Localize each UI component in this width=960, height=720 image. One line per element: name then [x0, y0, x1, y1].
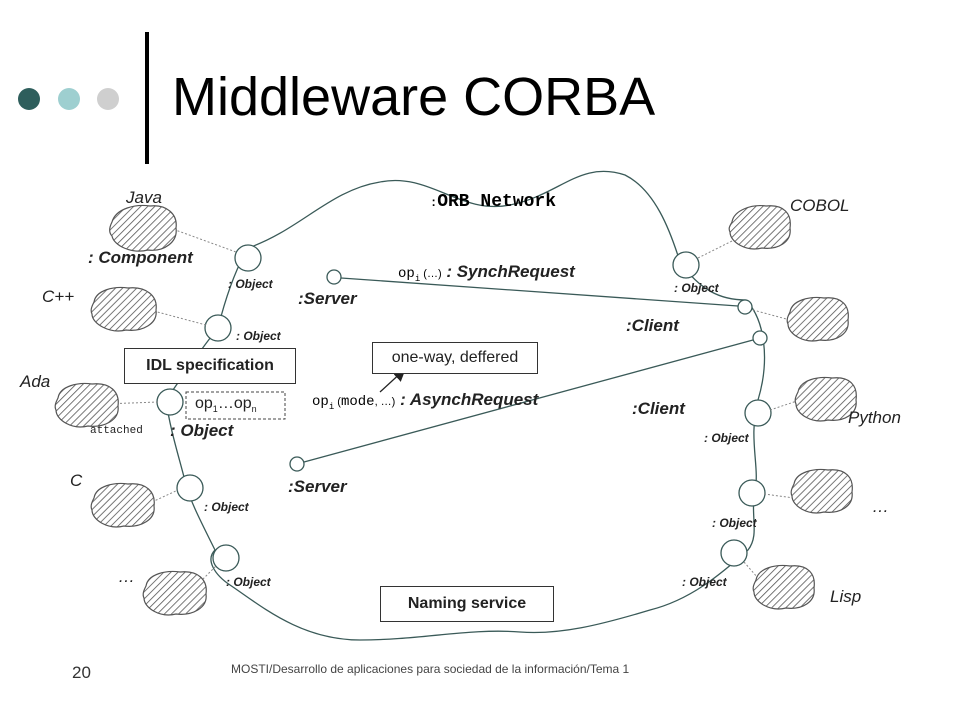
object-node-ada [156, 388, 184, 416]
left-more-label: … [118, 567, 135, 586]
synch-args: (…) [420, 268, 442, 280]
object-node-left-more [212, 544, 240, 572]
server-top-label: :Server [298, 289, 357, 308]
java-label: Java [126, 188, 162, 207]
server-bottom-label: :Server [288, 477, 347, 496]
ops-mid: …op [217, 395, 252, 412]
synch-request-label: opi (…) : SynchRequest [398, 262, 575, 284]
python-process-blob [794, 376, 857, 422]
server-port-bottom [289, 456, 305, 472]
asynch-op-sub: i [328, 402, 335, 413]
ops-box [185, 391, 286, 420]
decor-dot-teal [58, 88, 80, 110]
ops-prefix: op [195, 395, 213, 412]
ops-range-label: op1…opn [195, 395, 257, 414]
synch-op-sub: i [414, 274, 421, 285]
ada-label: Ada [20, 372, 51, 391]
object-label-java: : Object [228, 277, 273, 291]
asynch-rest: , …) [374, 396, 396, 408]
object-label-cobol: : Object [674, 281, 719, 295]
lisp-process-blob [752, 564, 815, 610]
object-node-python [744, 399, 772, 427]
footer-text: MOSTI/Desarrollo de aplicaciones para so… [231, 662, 630, 676]
object-label-c: : Object [204, 500, 249, 514]
ops-sub1: 1 [212, 404, 218, 415]
orb-prefix: : [430, 196, 438, 210]
object-label-python: : Object [704, 431, 749, 445]
cobol-label: COBOL [790, 196, 850, 215]
object-label-left-more: : Object [226, 575, 271, 589]
decor-dot-grey [97, 88, 119, 110]
cobol-process-blob [728, 205, 791, 250]
right-more-label: … [872, 497, 889, 516]
title-bar [145, 32, 149, 164]
c-process-blob [90, 482, 155, 528]
oneway-deferred-note: one-way, deffered [372, 342, 538, 374]
python-label: Python [848, 408, 901, 427]
object-node-c [176, 474, 204, 502]
asynch-mode: mode [340, 394, 375, 410]
synch-request-line [340, 277, 739, 307]
left-more-process-blob [142, 570, 207, 616]
ops-subn: n [251, 404, 257, 415]
idl-specification-note: IDL specification [124, 348, 296, 384]
decor-dot-dark [18, 88, 40, 110]
page-number: 20 [72, 663, 91, 682]
cpp-process-blob [90, 286, 157, 332]
client-port-top [737, 299, 753, 315]
attached-label: attached [90, 425, 143, 437]
object-label-cpp: : Object [236, 329, 281, 343]
java-process-blob [109, 204, 177, 252]
slide-title: Middleware CORBA [172, 67, 656, 127]
orb-network-label: :ORB Network [430, 190, 556, 212]
cpp-label: C++ [42, 287, 75, 306]
client-bottom-label: :Client [632, 399, 685, 418]
object-label-lisp: : Object [682, 575, 727, 589]
asynch-op: op [312, 394, 329, 410]
synch-type: : SynchRequest [441, 262, 575, 281]
client-top-label: :Client [626, 316, 679, 335]
asynch-request-line [303, 339, 754, 463]
asynch-type: : AsynchRequest [395, 390, 539, 409]
object-node-right-more [738, 479, 766, 507]
c-label: C [70, 471, 83, 490]
lisp-label: Lisp [830, 587, 862, 606]
object-node-cpp [204, 314, 232, 342]
component-label: : Component [88, 248, 193, 267]
object-label-right-more: : Object [712, 516, 757, 530]
naming-service-note: Naming service [380, 586, 554, 622]
right-more-process-blob [790, 468, 853, 514]
client-process-blob [786, 296, 849, 342]
client-port-bottom [752, 330, 768, 346]
ada-process-blob [54, 382, 119, 428]
asynch-request-label: opi (mode, …) : AsynchRequest [312, 390, 538, 412]
server-port-top [326, 269, 342, 285]
object-node-cobol [672, 251, 700, 279]
object-node-lisp [720, 539, 748, 567]
orb-name: ORB Network [437, 192, 557, 212]
object-node-java [234, 244, 262, 272]
synch-op: op [398, 266, 415, 282]
attached-object-label: : Object [170, 421, 234, 440]
asynch-open: ( [334, 396, 341, 408]
